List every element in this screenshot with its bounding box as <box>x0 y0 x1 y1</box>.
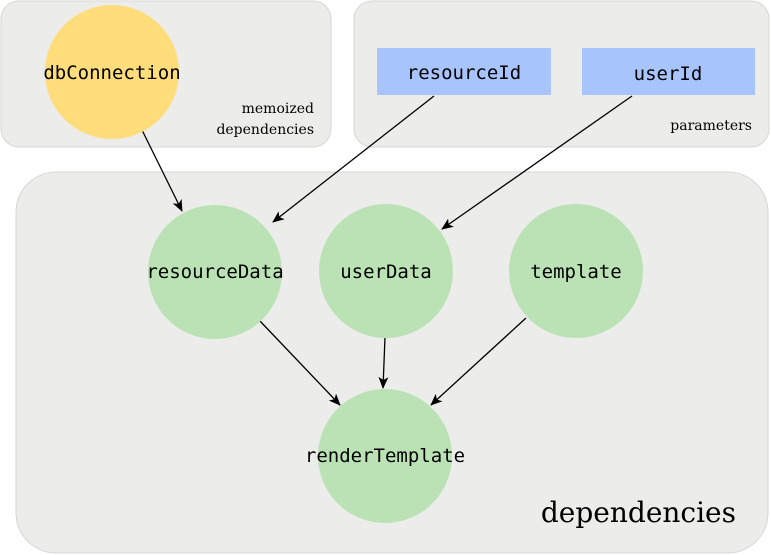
edge-userid-to-userdata <box>441 95 633 230</box>
edge-resourcedata-to-rendertemplate <box>258 319 341 406</box>
edge-resourceid-to-resourcedata <box>272 95 435 223</box>
node-template: template <box>509 204 643 338</box>
node-resourcedata-label: resourceData <box>146 261 283 283</box>
parameters-group <box>353 0 770 148</box>
node-userdata-label: userData <box>340 261 432 283</box>
memoized-group-label-line2: dependencies <box>216 122 314 138</box>
node-resourcedata: resourceData <box>146 205 284 339</box>
node-resourceid: resourceId <box>377 48 551 95</box>
node-resourceid-label: resourceId <box>407 62 521 84</box>
node-dbconnection: dbConnection <box>43 5 181 139</box>
node-template-label: template <box>530 261 622 283</box>
edge-dbconnection-to-resourcedata <box>141 129 183 212</box>
node-userdata: userData <box>319 204 453 338</box>
edge-userdata-to-rendertemplate <box>378 336 389 389</box>
dependencies-group-label: dependencies <box>541 496 736 529</box>
node-rendertemplate-label: renderTemplate <box>305 445 465 467</box>
edge-template-to-rendertemplate <box>430 317 527 406</box>
node-rendertemplate: renderTemplate <box>305 389 465 523</box>
memoized-group-label-line1: memoized <box>242 101 314 117</box>
node-dbconnection-label: dbConnection <box>43 62 180 84</box>
parameters-group-label: parameters <box>670 118 752 134</box>
node-userid-label: userId <box>634 63 703 85</box>
node-userid: userId <box>582 48 755 95</box>
